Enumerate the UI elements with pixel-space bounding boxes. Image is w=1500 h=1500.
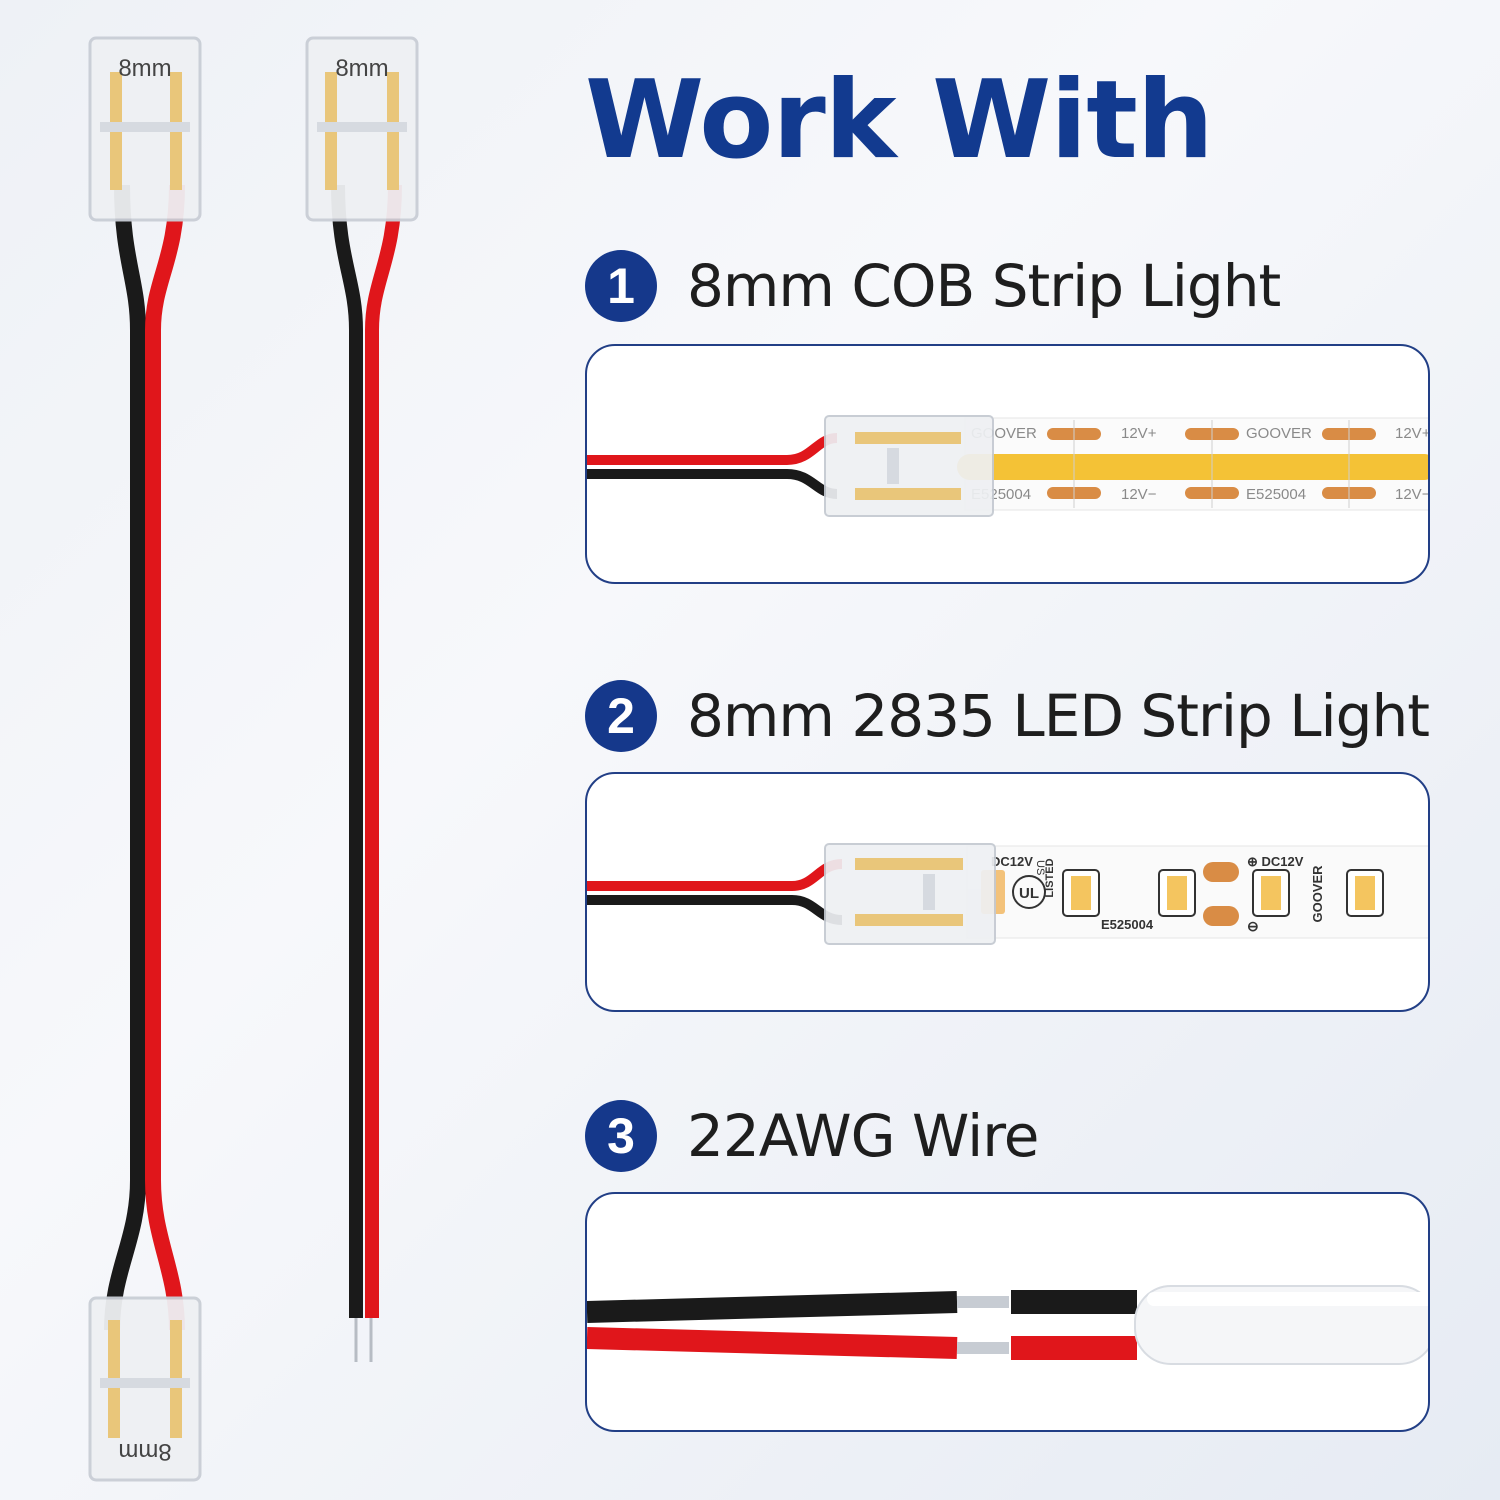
number-badge-3: 3 <box>585 1100 657 1172</box>
number-badge-2: 2 <box>585 680 657 752</box>
connector-top-right: 8mm <box>305 36 419 222</box>
wire-illustration <box>587 1285 1428 1365</box>
led-text-us: US <box>1034 860 1046 875</box>
item-3-heading: 3 22AWG Wire <box>585 1096 1039 1176</box>
svg-text:UL: UL <box>1019 885 1039 902</box>
connector-bottom-left: 8mm <box>88 1296 202 1482</box>
size-label-top-left: 8mm <box>118 55 171 82</box>
size-label-bottom-left: 8mm <box>118 1438 171 1465</box>
led-text-listed: LISTED <box>1044 858 1056 897</box>
strip-text-7: E525004 <box>1246 486 1306 503</box>
strip-text-3: GOOVER <box>1246 425 1312 442</box>
led-text-goover: GOOVER <box>1310 865 1325 923</box>
size-label-top-right: 8mm <box>335 55 388 82</box>
cables-illustration: 8mm 8mm 8mm <box>88 36 419 1482</box>
strip-text-8: 12V− <box>1395 486 1430 503</box>
number-badge-1: 1 <box>585 250 657 322</box>
item-3-label: 22AWG Wire <box>687 1102 1039 1170</box>
item-2-heading: 2 8mm 2835 LED Strip Light <box>585 676 1430 756</box>
double-ended-cable: 8mm 8mm <box>88 36 202 1482</box>
single-ended-cable: 8mm <box>305 36 419 1362</box>
strip-text-6: 12V− <box>1121 486 1157 503</box>
led-strip-illustration: UL DC12V US LISTED E525004 ⊕ DC12V GOOVE… <box>587 843 1428 945</box>
led-connector <box>824 843 996 945</box>
strip-text-2: 12V+ <box>1121 425 1157 442</box>
item-2-label: 8mm 2835 LED Strip Light <box>687 682 1430 750</box>
item-1-heading: 1 8mm COB Strip Light <box>585 246 1281 326</box>
cob-connector <box>824 415 994 517</box>
led-strip-panel: UL DC12V US LISTED E525004 ⊕ DC12V GOOVE… <box>585 772 1430 1012</box>
led-text-dc12v-2: ⊕ DC12V <box>1247 854 1304 869</box>
cob-strip-illustration: GOOVER 12V+ GOOVER 12V+ E525004 12V− E52… <box>587 415 1430 517</box>
led-text-minus: ⊖ <box>1247 918 1259 934</box>
led-text-e525004: E525004 <box>1101 917 1154 932</box>
item-1-label: 8mm COB Strip Light <box>687 252 1281 320</box>
cob-strip-panel: GOOVER 12V+ GOOVER 12V+ E525004 12V− E52… <box>585 344 1430 584</box>
led-text-dc12v: DC12V <box>991 854 1033 869</box>
wire-panel <box>585 1192 1430 1432</box>
strip-text-4: 12V+ <box>1395 425 1430 442</box>
page-title: Work With <box>585 58 1214 183</box>
connector-top-left: 8mm <box>88 36 202 222</box>
